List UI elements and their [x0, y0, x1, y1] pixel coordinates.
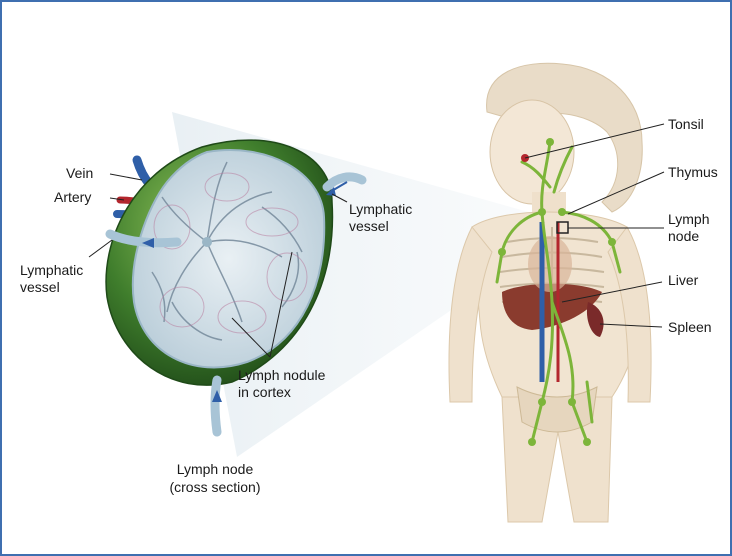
- label-lymph-nodule-line2: in cortex: [238, 384, 291, 400]
- label-lymph-node-line2: node: [668, 228, 699, 244]
- label-tonsil: Tonsil: [668, 116, 704, 132]
- label-lymphatic-vessel-right-line2: vessel: [349, 218, 389, 234]
- label-cross-section-line2: (cross section): [169, 479, 260, 495]
- label-cross-section-line1: Lymph node: [177, 461, 254, 477]
- label-vein: Vein: [66, 165, 93, 181]
- label-thymus: Thymus: [668, 164, 718, 180]
- label-artery: Artery: [54, 189, 91, 205]
- label-liver: Liver: [668, 272, 699, 288]
- label-lymphatic-vessel-left-line1: Lymphatic: [20, 262, 83, 278]
- label-lymph-node-line1: Lymph: [668, 211, 710, 227]
- label-spleen: Spleen: [668, 319, 712, 335]
- lymphatic-vessel-bottom: [215, 380, 217, 432]
- label-lymphatic-vessel-left-line2: vessel: [20, 279, 60, 295]
- label-lymphatic-vessel-right-line1: Lymphatic: [349, 201, 412, 217]
- label-lymph-nodule-line1: Lymph nodule: [238, 367, 326, 383]
- child-body-figure: [449, 63, 651, 522]
